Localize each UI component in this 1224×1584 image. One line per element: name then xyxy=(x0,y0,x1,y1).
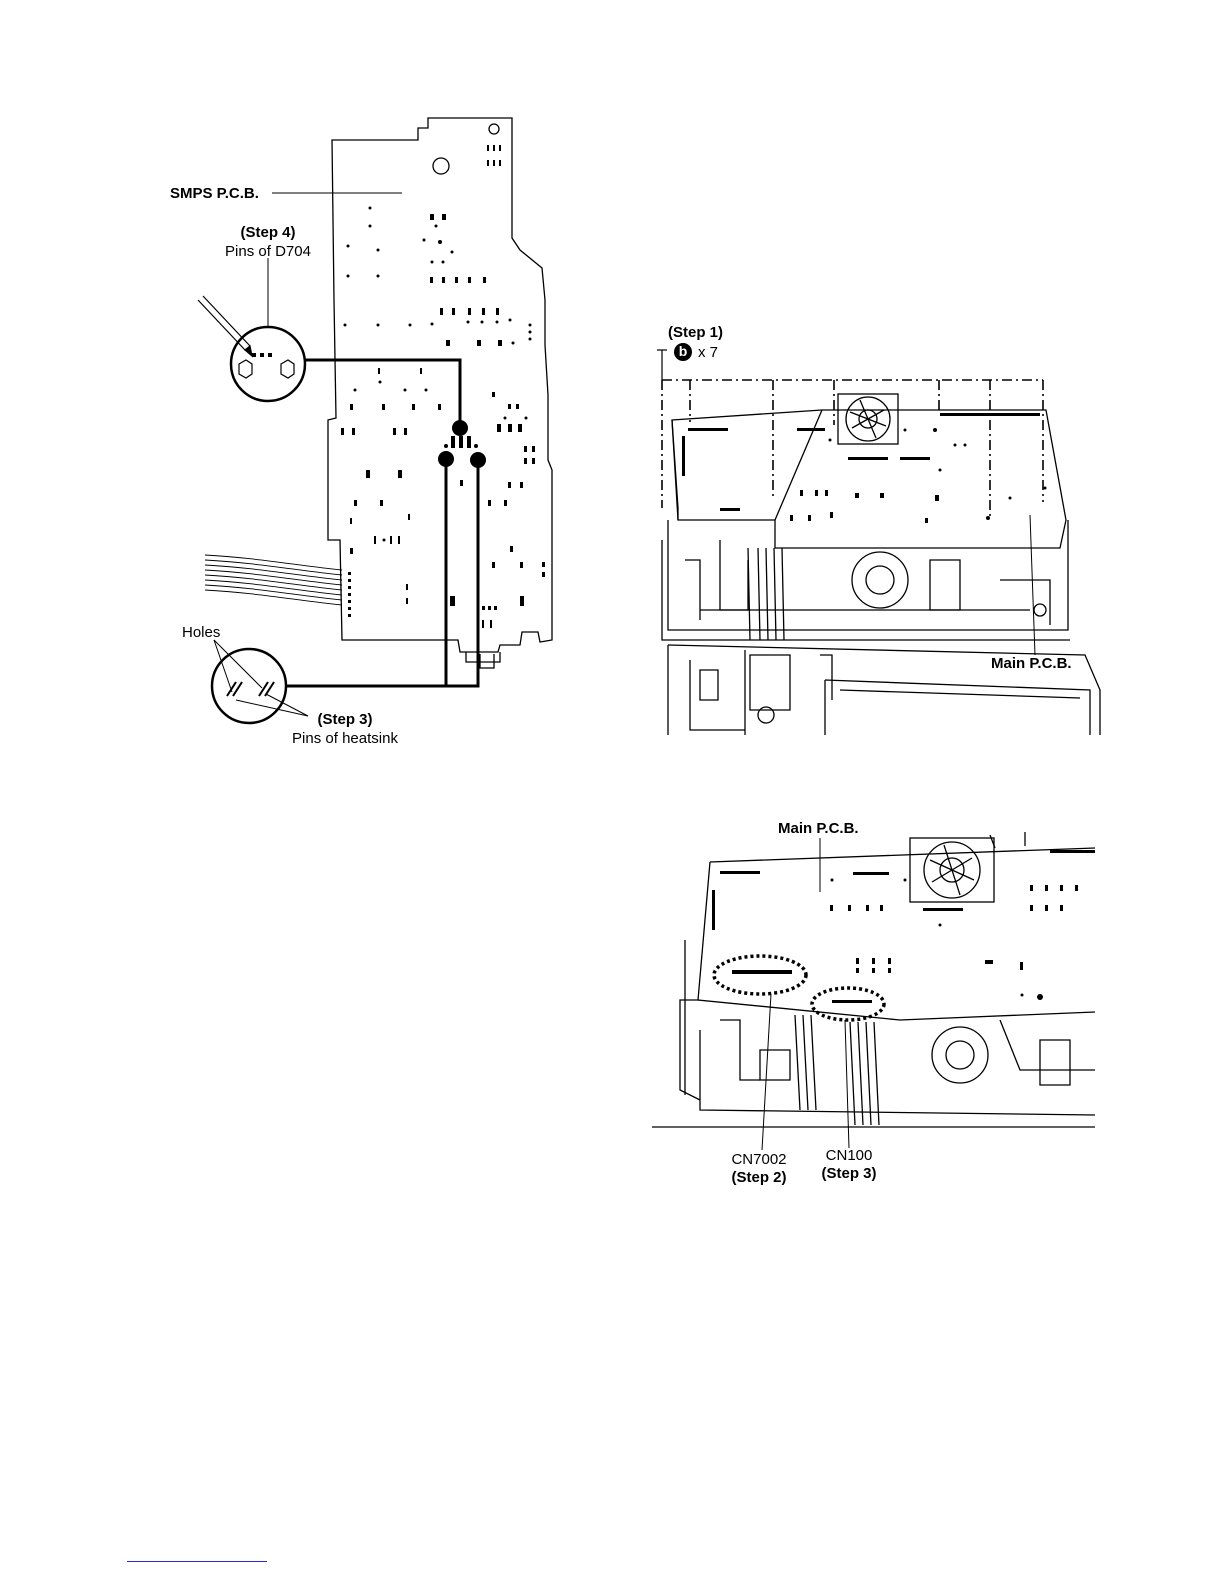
cn7002-label: CN7002 xyxy=(731,1151,786,1168)
footer-rule xyxy=(127,1561,267,1562)
cn7002-highlight xyxy=(714,956,806,994)
cn100-label: CN100 xyxy=(826,1147,873,1164)
fan-icon-bottom xyxy=(910,838,994,902)
main-pcb-label-bottom: Main P.C.B. xyxy=(778,820,859,837)
cn100-step: (Step 3) xyxy=(821,1165,876,1182)
cn7002-step: (Step 2) xyxy=(731,1169,786,1186)
